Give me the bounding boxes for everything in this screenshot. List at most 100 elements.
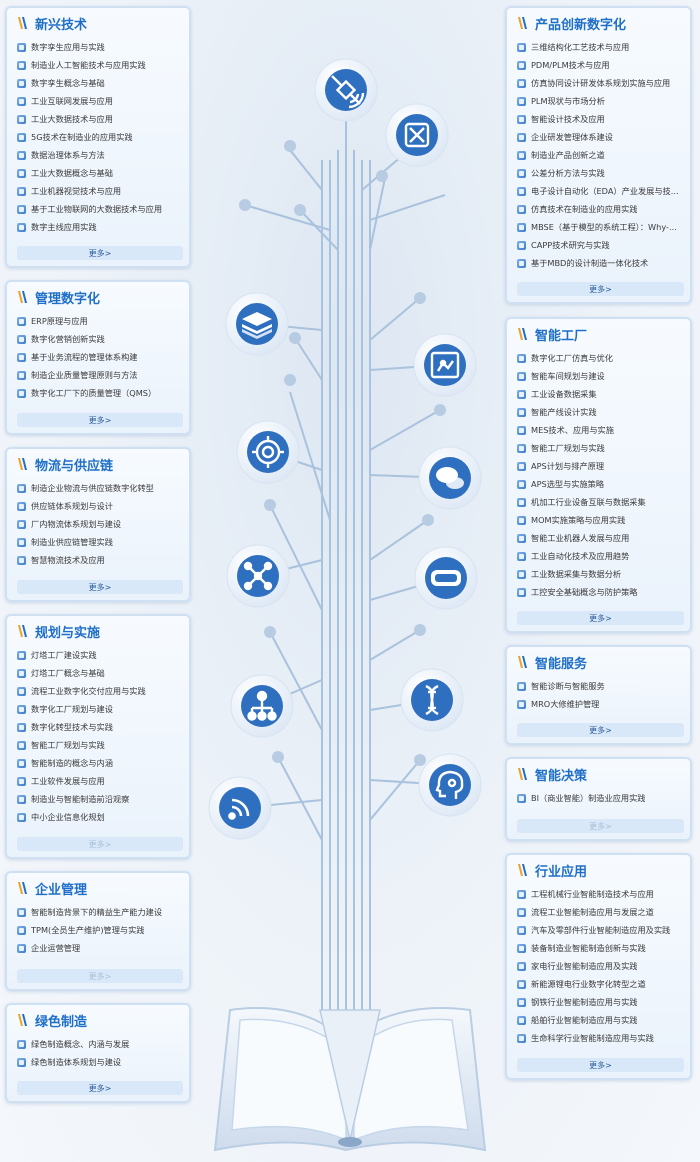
list-bullet-icon: [517, 979, 526, 989]
panel-title: 新兴技术: [35, 17, 88, 33]
course-item[interactable]: 流程工业智能制造应用与发展之道: [517, 903, 684, 921]
course-item[interactable]: 数字主线应用实践: [17, 218, 183, 236]
course-item[interactable]: APS计划与排产原理: [517, 457, 684, 475]
course-item-label: 工业数据采集与数据分析: [531, 569, 622, 579]
course-item[interactable]: 厂内物流体系规划与建设: [17, 515, 183, 533]
course-item[interactable]: 钢铁行业智能制造应用与实践: [517, 993, 684, 1011]
list-bullet-icon: [17, 907, 26, 917]
course-item[interactable]: 数据治理体系与方法: [17, 146, 183, 164]
course-item[interactable]: 智能工厂规划与实践: [517, 439, 684, 457]
course-item[interactable]: 装备制造业智能制造创新与实践: [517, 939, 684, 957]
course-item[interactable]: 制造企业质量管理原则与方法: [17, 366, 183, 384]
course-item[interactable]: 家电行业智能制造应用及实践: [517, 957, 684, 975]
course-item[interactable]: 绿色制造体系规划与建设: [17, 1053, 183, 1071]
more-button[interactable]: 更多>: [17, 1081, 183, 1095]
more-button[interactable]: 更多>: [17, 580, 183, 594]
more-button[interactable]: 更多>: [17, 246, 183, 260]
course-item[interactable]: 汽车及零部件行业智能制造应用及实践: [517, 921, 684, 939]
panel-planning: 规划与实施灯塔工厂建设实践灯塔工厂概念与基础流程工业数字化交付应用与实践数字化工…: [5, 614, 191, 859]
course-item[interactable]: 智能工业机器人发展与应用: [517, 529, 684, 547]
more-button[interactable]: 更多>: [517, 723, 684, 737]
course-item[interactable]: 流程工业数字化交付应用与实践: [17, 682, 183, 700]
more-button[interactable]: 更多>: [17, 837, 183, 851]
course-item[interactable]: 智能制造的概念与内涵: [17, 754, 183, 772]
course-item[interactable]: ERP原理与应用: [17, 312, 183, 330]
course-item[interactable]: 智能车间规划与建设: [517, 367, 684, 385]
course-item[interactable]: 新能源锂电行业数字化转型之道: [517, 975, 684, 993]
course-item[interactable]: 工业机器视觉技术与应用: [17, 182, 183, 200]
course-item[interactable]: 数字化工厂规划与建设: [17, 700, 183, 718]
course-item[interactable]: CAPP技术研究与实践: [517, 236, 684, 254]
course-item[interactable]: 仿真协同设计研发体系规划实施与应用: [517, 74, 684, 92]
course-item[interactable]: 智能产线设计实践: [517, 403, 684, 421]
course-item[interactable]: 工业大数据概念与基础: [17, 164, 183, 182]
more-button[interactable]: 更多>: [517, 282, 684, 296]
course-item[interactable]: 船舶行业智能制造应用与实践: [517, 1011, 684, 1029]
more-button[interactable]: 更多>: [517, 611, 684, 625]
more-button[interactable]: 更多>: [17, 413, 183, 427]
course-item-label: MRO大修维护管理: [531, 699, 600, 709]
course-item-label: 绿色制造体系规划与建设: [31, 1057, 122, 1067]
course-item[interactable]: BI（商业智能）制造业应用实践: [517, 789, 684, 807]
course-item[interactable]: 工业大数据技术与应用: [17, 110, 183, 128]
course-item[interactable]: 智能设计技术及应用: [517, 110, 684, 128]
course-item[interactable]: 智能制造背景下的精益生产能力建设: [17, 903, 183, 921]
course-item[interactable]: 制造业供应链管理实践: [17, 533, 183, 551]
course-item[interactable]: 数字化工厂仿真与优化: [517, 349, 684, 367]
course-item[interactable]: 5G技术在制造业的应用实践: [17, 128, 183, 146]
course-item[interactable]: 基于工业物联网的大数据技术与应用: [17, 200, 183, 218]
course-item[interactable]: 工业设备数据采集: [517, 385, 684, 403]
course-item[interactable]: PLM现状与市场分析: [517, 92, 684, 110]
course-item-label: 装备制造业智能制造创新与实践: [531, 943, 646, 953]
course-item[interactable]: 工业软件发展与应用: [17, 772, 183, 790]
course-item[interactable]: 制造业与智能制造前沿观察: [17, 790, 183, 808]
more-button[interactable]: 更多>: [517, 819, 684, 833]
course-item[interactable]: MES技术、应用与实施: [517, 421, 684, 439]
course-item[interactable]: 生命科学行业智能制造应用与实践: [517, 1029, 684, 1047]
course-item[interactable]: 企业运营管理: [17, 939, 183, 957]
course-item[interactable]: 工控安全基础概念与防护策略: [517, 583, 684, 601]
course-item[interactable]: 制造业人工智能技术与应用实践: [17, 56, 183, 74]
course-item-label: 智能产线设计实践: [531, 407, 597, 417]
course-item[interactable]: 工业数据采集与数据分析: [517, 565, 684, 583]
course-item[interactable]: 智慧物流技术及应用: [17, 551, 183, 569]
course-item[interactable]: 制造企业物流与供应链数字化转型: [17, 479, 183, 497]
course-item[interactable]: MOM实施策略与应用实践: [517, 511, 684, 529]
course-item-label: 数字主线应用实践: [31, 222, 97, 232]
course-item[interactable]: 数字孪生概念与基础: [17, 74, 183, 92]
course-item[interactable]: 仿真技术在制造业的应用实践: [517, 200, 684, 218]
hierarchy-icon: [230, 674, 294, 738]
course-item[interactable]: 电子设计自动化（EDA）产业发展与技...: [517, 182, 684, 200]
course-item[interactable]: 工业互联网发展与应用: [17, 92, 183, 110]
course-item[interactable]: 数字孪生应用与实践: [17, 38, 183, 56]
course-item[interactable]: 三维结构化工艺技术与应用: [517, 38, 684, 56]
course-item[interactable]: 制造业产品创新之道: [517, 146, 684, 164]
course-item[interactable]: MBSE（基于模型的系统工程）：Why-...: [517, 218, 684, 236]
course-item[interactable]: 基于业务流程的管理体系构建: [17, 348, 183, 366]
course-item[interactable]: 智能诊断与智能服务: [517, 677, 684, 695]
course-item[interactable]: 公差分析方法与实践: [517, 164, 684, 182]
course-item[interactable]: 智能工厂规划与实践: [17, 736, 183, 754]
course-item[interactable]: 工业自动化技术及应用趋势: [517, 547, 684, 565]
course-item[interactable]: 数字化工厂下的质量管理（QMS）: [17, 384, 183, 402]
course-item[interactable]: 数字化转型技术与实践: [17, 718, 183, 736]
more-button[interactable]: 更多>: [17, 969, 183, 983]
course-item[interactable]: 灯塔工厂建设实践: [17, 646, 183, 664]
course-item[interactable]: 机加工行业设备互联与数据采集: [517, 493, 684, 511]
course-item[interactable]: 绿色制造概念、内涵与发展: [17, 1035, 183, 1053]
course-item[interactable]: APS选型与实施策略: [517, 475, 684, 493]
course-item[interactable]: 数字化营销创新实践: [17, 330, 183, 348]
course-item[interactable]: 基于MBD的设计制造一体化技术: [517, 254, 684, 272]
course-item[interactable]: TPM(全员生产维护)管理与实践: [17, 921, 183, 939]
course-item[interactable]: 企业研发管理体系建设: [517, 128, 684, 146]
panel-green: 绿色制造绿色制造概念、内涵与发展绿色制造体系规划与建设更多>: [5, 1003, 191, 1103]
more-button[interactable]: 更多>: [517, 1058, 684, 1072]
course-item[interactable]: 工程机械行业智能制造技术与应用: [517, 885, 684, 903]
course-item[interactable]: 灯塔工厂概念与基础: [17, 664, 183, 682]
course-item[interactable]: 中小企业信息化规划: [17, 808, 183, 826]
course-item[interactable]: MRO大修维护管理: [517, 695, 684, 713]
list-bullet-icon: [17, 370, 26, 380]
course-item[interactable]: 供应链体系规划与设计: [17, 497, 183, 515]
course-item-label: 智能诊断与智能服务: [531, 681, 605, 691]
course-item[interactable]: PDM/PLM技术与应用: [517, 56, 684, 74]
